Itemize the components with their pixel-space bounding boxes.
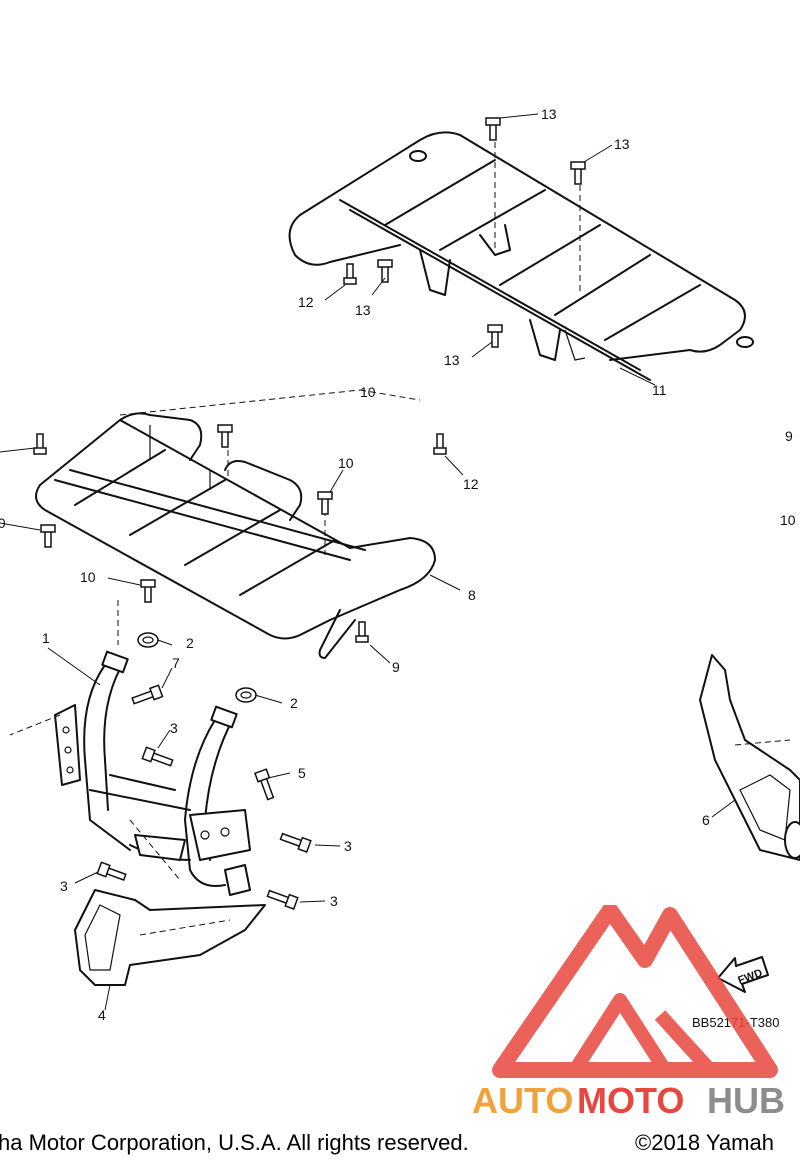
copyright-left: ha Motor Corporation, U.S.A. All rights … (0, 1130, 469, 1155)
callout-10: 10 (360, 384, 376, 400)
callout-9: 9 (785, 428, 793, 444)
callout-12: 12 (298, 294, 314, 310)
callout-8: 8 (468, 587, 476, 603)
callout-13: 13 (355, 302, 371, 318)
callout-6: 6 (702, 812, 710, 828)
callout-3: 3 (60, 878, 68, 894)
callout-2: 2 (186, 635, 194, 651)
callout-3: 3 (330, 893, 338, 909)
callout-10: 10 (0, 515, 6, 531)
callout-10: 10 (80, 569, 96, 585)
callout-9: 9 (392, 659, 400, 675)
front-carrier (35, 389, 436, 659)
callout-13: 13 (614, 136, 630, 152)
callout-5: 5 (298, 765, 306, 781)
fasteners (33, 117, 586, 910)
callout-labels: 13 13 13 13 12 12 11 10 10 10 10 10 9 9 … (0, 106, 796, 1023)
callout-1: 1 (42, 630, 50, 646)
callout-11: 11 (652, 382, 667, 398)
callout-12: 12 (463, 476, 479, 492)
callout-13: 13 (444, 352, 460, 368)
watermark-logo-mark (492, 905, 778, 1078)
copyright-right: ©2018 Yamah (635, 1130, 774, 1155)
leader-lines (0, 113, 736, 1011)
callout-3: 3 (344, 838, 352, 854)
callout-13: 13 (541, 106, 557, 122)
guard-right (699, 654, 800, 861)
watermark-auto: AUTO (472, 1080, 573, 1120)
copyright-footer: ha Motor Corporation, U.S.A. All rights … (0, 1128, 800, 1165)
watermark-hub: HUB (707, 1080, 785, 1120)
guard-left (74, 889, 266, 986)
callout-2: 2 (290, 695, 298, 711)
callout-4: 4 (98, 1007, 106, 1023)
automotohub-watermark: AUTO MOTO HUB (472, 905, 785, 1120)
callout-3: 3 (170, 720, 178, 736)
watermark-moto: MOTO (577, 1080, 684, 1120)
callout-7: 7 (172, 655, 180, 671)
callout-10: 10 (780, 512, 796, 528)
rear-carrier (288, 131, 754, 381)
bumper-guard (9, 650, 251, 896)
callout-10: 10 (338, 455, 354, 471)
